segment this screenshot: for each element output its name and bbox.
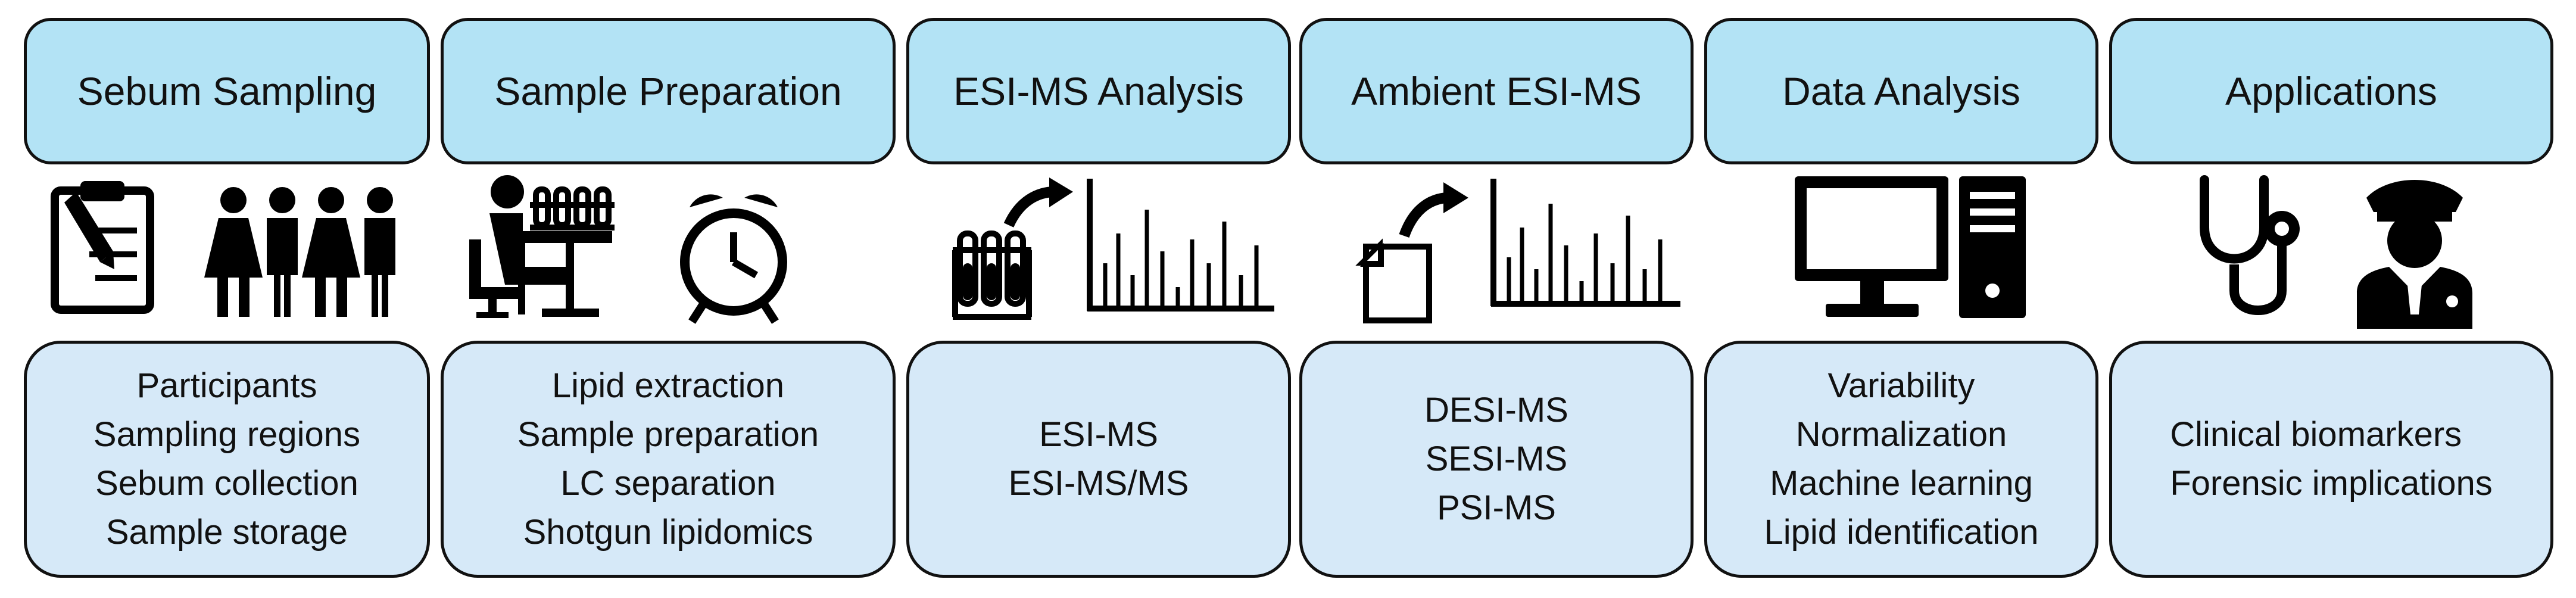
stage-data-analysis: Data Analysis Variability Normalization …	[1704, 0, 2098, 598]
detail-item: Forensic implications	[2170, 464, 2493, 503]
stage-ambient-esi-ms: Ambient ESI-MS	[1299, 0, 1694, 598]
stage-title: Sebum Sampling	[24, 18, 430, 164]
person-at-desk-icon	[469, 175, 612, 318]
people-group-icon	[204, 187, 395, 317]
stage-details: Lipid extraction Sample preparation LC s…	[441, 341, 896, 578]
detail-item: Lipid extraction	[551, 366, 785, 405]
detail-item: LC separation	[560, 464, 776, 503]
detail-item: SESI-MS	[1425, 440, 1568, 478]
stage-sebum-sampling: Sebum Sampling	[24, 0, 430, 598]
detail-item: Clinical biomarkers	[2170, 415, 2462, 454]
alarm-clock-icon	[680, 194, 787, 324]
stage-icons	[441, 174, 896, 332]
stage-applications: Applications	[2109, 0, 2553, 598]
stage-title: Data Analysis	[1704, 18, 2098, 164]
detail-item: Normalization	[1795, 415, 2007, 454]
computer-tower-icon	[1959, 176, 2026, 318]
detail-item: Machine learning	[1770, 464, 2033, 503]
stage-icons	[1704, 174, 2098, 332]
stage-icons	[2109, 174, 2553, 332]
detail-item: ESI-MS	[1039, 415, 1158, 454]
stage-details: DESI-MS SESI-MS PSI-MS	[1299, 341, 1694, 578]
mass-spectrum-icon	[1490, 179, 1680, 307]
stage-title: Applications	[2109, 18, 2553, 164]
detail-item: Lipid identification	[1764, 513, 2039, 552]
detail-item: DESI-MS	[1424, 391, 1568, 429]
detail-item: ESI-MS/MS	[1008, 464, 1189, 503]
monitor-icon	[1795, 176, 1948, 317]
detail-item: Sampling regions	[93, 415, 361, 454]
curved-arrow-icon	[1399, 182, 1468, 238]
stage-esi-ms-analysis: ESI-MS Analysis	[906, 0, 1291, 598]
stage-details: ESI-MS ESI-MS/MS	[906, 341, 1291, 578]
detail-item: Sebum collection	[95, 464, 358, 503]
detail-item: PSI-MS	[1437, 488, 1556, 527]
clipboard-pencil-icon	[51, 181, 154, 314]
stage-icons	[906, 174, 1291, 332]
stouthoscope-wrapper	[2200, 175, 2300, 315]
stage-title: Sample Preparation	[441, 18, 896, 164]
stage-icons	[24, 174, 430, 332]
stage-details: Variability Normalization Machine learni…	[1704, 341, 2098, 578]
surface-sample-icon	[1355, 238, 1432, 323]
detail-item: Sample preparation	[517, 415, 819, 454]
police-officer-icon	[2357, 180, 2472, 329]
stage-icons	[1299, 174, 1694, 332]
detail-item: Participants	[136, 366, 317, 405]
test-tube-rack-icon	[530, 186, 615, 231]
detail-item: Shotgun lipidomics	[523, 513, 813, 552]
stethoscope-icon	[2200, 175, 2300, 315]
detail-item: Sample storage	[105, 513, 348, 552]
stage-sample-preparation: Sample Preparation	[441, 0, 896, 598]
detail-item: Variability	[1827, 366, 1975, 405]
stage-title: Ambient ESI-MS	[1299, 18, 1694, 164]
stage-details: Clinical biomarkers Forensic implication…	[2109, 341, 2553, 578]
mass-spectrum-icon	[1087, 179, 1274, 312]
stage-title: ESI-MS Analysis	[906, 18, 1291, 164]
stage-details: Participants Sampling regions Sebum coll…	[24, 341, 430, 578]
test-tubes-icon	[952, 231, 1032, 320]
curved-arrow-icon	[1003, 177, 1073, 228]
